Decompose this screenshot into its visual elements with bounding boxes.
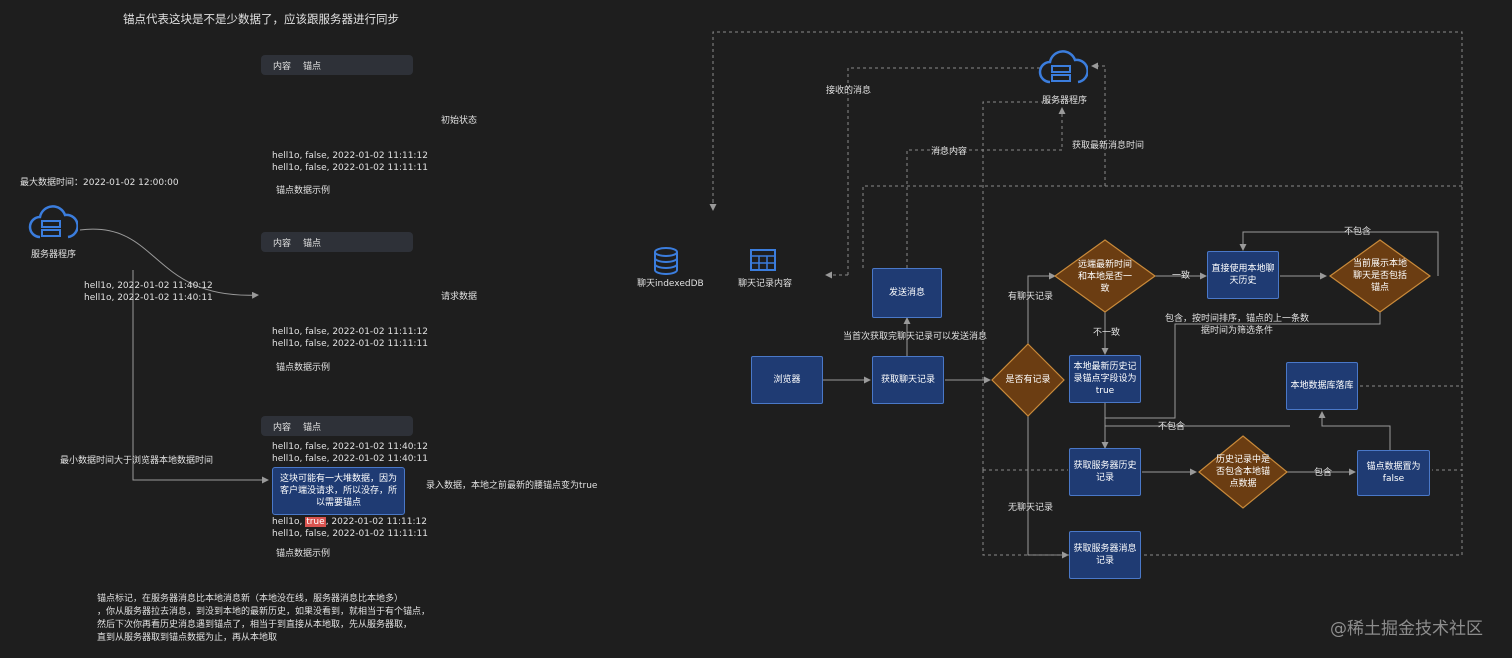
header-content: 内容 — [273, 61, 292, 72]
state1-caption: 锚点数据示例 — [276, 186, 331, 196]
time-match-question: 远端最新时间和本地是否一致 — [1077, 260, 1132, 294]
first-fetch-note: 当首次获取完聊天记录可以发送消息 — [843, 332, 988, 342]
get-latest-time-label: 获取最新消息时间 — [1072, 141, 1145, 151]
set-anchor-false-box[interactable]: 锚点数据置为false — [1357, 450, 1430, 496]
incoming-row-2: hell1o, 2022-01-02 11:40:11 — [84, 293, 213, 303]
anchor-true-highlight: true — [305, 517, 326, 527]
inconsistent-label: 不一致 — [1093, 328, 1121, 338]
state1-row-2: hell1o, false, 2022-01-02 11:11:11 — [272, 163, 428, 173]
diamond-history-contains — [1198, 435, 1288, 509]
get-server-history-box[interactable]: 获取服务器历史记录 — [1069, 448, 1141, 496]
state3-caption: 锚点数据示例 — [276, 549, 331, 559]
local-db-store-box[interactable]: 本地数据库落库 — [1286, 362, 1358, 410]
diamond-time-match — [1053, 239, 1157, 313]
database-icon — [654, 247, 678, 275]
state1-row-1: hell1o, false, 2022-01-02 11:11:12 — [272, 151, 428, 161]
state2-row-1: hell1o, false, 2022-01-02 11:11:12 — [272, 327, 428, 337]
header-content: 内容 — [273, 422, 292, 433]
note-line-1: 锚点标记，在服务器消息比本地消息新（本地没在线，服务器消息比本地多） — [97, 594, 404, 604]
row3-suffix: , 2022-01-02 11:11:12 — [325, 517, 427, 527]
not-contains-mid-label: 不包含 — [1158, 422, 1186, 432]
history-contains-question: 历史记录中是否包含本地锚点数据 — [1215, 455, 1270, 489]
has-record-question: 是否有记录 — [1005, 375, 1051, 385]
cloud-server-icon — [28, 205, 78, 239]
table-icon — [750, 249, 776, 271]
header-anchor: 锚点 — [303, 422, 322, 433]
note-line-4: 直到从服务器取到锚点数据为止，再从本地取 — [97, 633, 278, 643]
msg-content-label: 消息内容 — [931, 147, 968, 157]
use-local-history-box[interactable]: 直接使用本地聊天历史 — [1207, 251, 1279, 299]
state-request-label: 请求数据 — [441, 292, 478, 302]
has-chat-label: 有聊天记录 — [1008, 292, 1054, 302]
left-title: 锚点代表这块是不是少数据了，应该跟服务器进行同步 — [123, 12, 399, 26]
diamond-contains-anchor — [1328, 239, 1432, 313]
row3-prefix: hell1o, — [272, 517, 306, 527]
state3-side-label: 录入数据，本地之前最新的腰锚点变为true — [426, 481, 598, 491]
send-message-box[interactable]: 发送消息 — [872, 268, 942, 318]
diamond-has-record — [991, 343, 1065, 417]
consistent-label: 一致 — [1172, 271, 1191, 281]
header-anchor: 锚点 — [303, 61, 322, 72]
max-data-time: 最大数据时间：2022-01-02 12:00:00 — [20, 178, 179, 188]
state2-row-2: hell1o, false, 2022-01-02 11:11:11 — [272, 339, 428, 349]
state-initial-label: 初始状态 — [441, 116, 478, 126]
header-anchor: 锚点 — [303, 238, 322, 249]
chat-content-label: 聊天记录内容 — [738, 279, 793, 289]
header-content: 内容 — [273, 238, 292, 249]
contains-label: 包含 — [1314, 468, 1333, 478]
browser-box[interactable]: 浏览器 — [751, 356, 823, 404]
get-chat-record-box[interactable]: 获取聊天记录 — [872, 356, 944, 404]
no-chat-label: 无聊天记录 — [1008, 503, 1054, 513]
state2-caption: 锚点数据示例 — [276, 363, 331, 373]
table-header-2: 内容 锚点 — [261, 232, 413, 252]
note-line-3: 然后下次你再看历史消息遇到锚点了，相当于到直接从本地取，先从服务器取， — [97, 620, 413, 630]
table-header-1: 内容 锚点 — [261, 55, 413, 75]
note-line-2: ，你从服务器拉去消息，到没到本地的最新历史，如果没看到，就相当于有个锚点， — [97, 607, 431, 617]
indexeddb-label: 聊天indexedDB — [637, 279, 704, 289]
state3-row-2: hell1o, false, 2022-01-02 11:40:11 — [272, 454, 428, 464]
branch-label: 最小数据时间大于浏览器本地数据时间 — [60, 456, 214, 466]
state3-row-4: hell1o, false, 2022-01-02 11:11:11 — [272, 529, 428, 539]
contains-note: 包含，按时间排序，锚点的上一条数据时间为筛选条件 — [1164, 314, 1309, 336]
set-anchor-true-box[interactable]: 本地最新历史记录锚点字段设为true — [1069, 355, 1141, 403]
right-server-label: 服务器程序 — [1042, 96, 1088, 106]
incoming-row-1: hell1o, 2022-01-02 11:40:12 — [84, 281, 213, 291]
get-server-msg-box[interactable]: 获取服务器消息记录 — [1069, 531, 1141, 579]
anchor-tooltip: 这块可能有一大堆数据，因为客户端没请求，所以没存，所以需要锚点 — [272, 467, 405, 515]
contains-anchor-question: 当前展示本地聊天是否包括锚点 — [1352, 259, 1407, 293]
state3-row-3: hell1o, true, 2022-01-02 11:11:12 — [272, 516, 427, 528]
not-contains-top-label: 不包含 — [1344, 227, 1372, 237]
watermark: @稀土掘金技术社区 — [1330, 619, 1483, 639]
left-server-label: 服务器程序 — [31, 250, 77, 260]
received-msg-label: 接收的消息 — [826, 86, 872, 96]
state3-row-1: hell1o, false, 2022-01-02 11:40:12 — [272, 442, 428, 452]
table-header-3: 内容 锚点 — [261, 416, 413, 436]
cloud-server-icon-right — [1038, 50, 1088, 84]
